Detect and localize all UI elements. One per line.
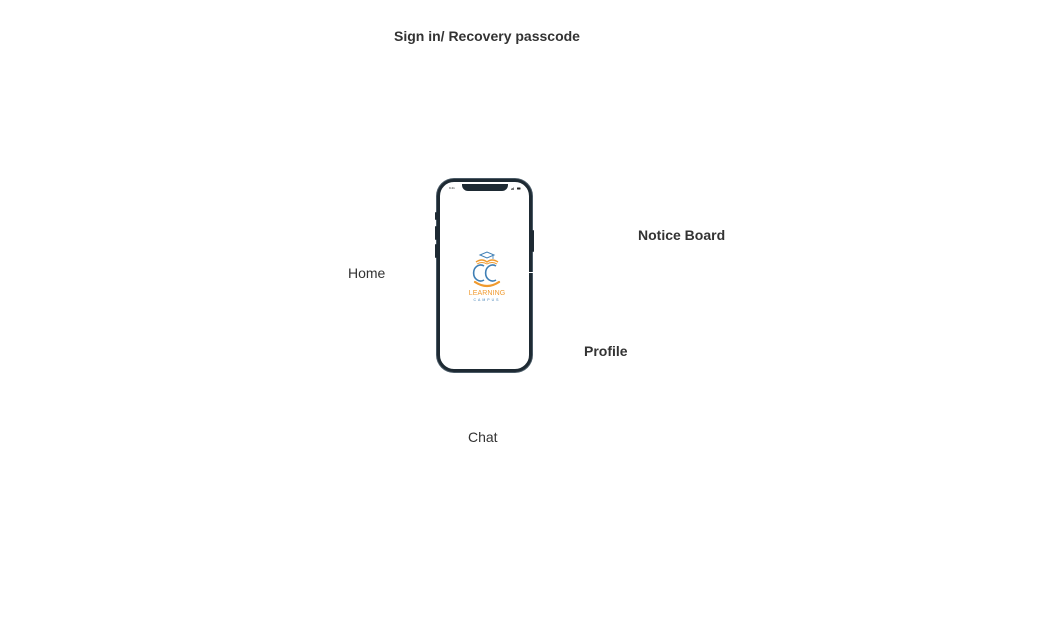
phone-silent-switch	[435, 212, 437, 220]
phone-notch	[461, 184, 508, 191]
logo-campus-text: CAMPUS	[473, 298, 501, 302]
home-label[interactable]: Home	[348, 265, 386, 281]
logo-learning-text: LEARNING	[468, 290, 506, 297]
logo-emblem-icon	[472, 251, 501, 288]
learning-campus-logo: LEARNING CAMPUS	[461, 247, 513, 305]
profile-label[interactable]: Profile	[584, 343, 628, 359]
signin-recovery-label[interactable]: Sign in/ Recovery passcode	[394, 28, 580, 44]
status-time: 9:41	[449, 186, 455, 190]
phone-power-button	[532, 230, 534, 252]
status-bar-icons	[511, 187, 521, 190]
notice-board-label[interactable]: Notice Board	[638, 227, 726, 243]
phone-screen[interactable]: 9:41 LEARNING CAMPUS	[442, 184, 527, 367]
connector-line	[527, 272, 533, 273]
phone-volume-down-button	[435, 244, 437, 258]
phone-volume-up-button	[435, 226, 437, 240]
chat-label[interactable]: Chat	[468, 429, 498, 445]
phone-mockup[interactable]: 9:41 LEARNING CAMPUS	[435, 179, 534, 372]
